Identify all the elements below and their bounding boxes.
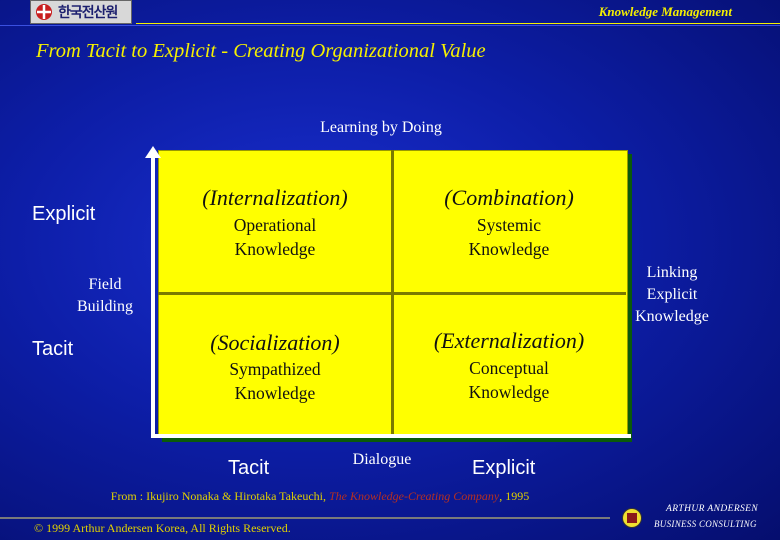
quadrant-externalization-mode: (Externalization): [433, 328, 585, 353]
x-axis-label-explicit: Explicit: [472, 457, 536, 479]
x-axis: [151, 434, 631, 438]
source-book-title: The Knowledge-Creating Company: [329, 489, 500, 503]
left-label-field-building: Field Building: [76, 276, 133, 315]
header-divider: [136, 23, 780, 24]
quadrant-internalization-mode: (Internalization): [202, 185, 348, 210]
footer-divider: [0, 517, 610, 519]
source-citation: From : Ikujiro Nonaka & Hirotaka Takeuch…: [0, 489, 640, 504]
top-label: Learning by Doing: [320, 119, 442, 136]
section-title: Knowledge Management: [598, 4, 732, 19]
brand-name: ARTHUR ANDERSEN: [666, 504, 759, 514]
matrix-vertical-divider: [391, 150, 394, 436]
right-label-linking-explicit: Linking Explicit Knowledge: [635, 264, 709, 325]
source-prefix: From : Ikujiro Nonaka & Hirotaka Takeuch…: [110, 489, 329, 503]
x-axis-label-tacit: Tacit: [228, 457, 270, 479]
y-axis-arrow: [145, 146, 161, 158]
y-axis: [151, 152, 155, 438]
quadrant-internalization-knowledge: Operational Knowledge: [233, 215, 317, 259]
quadrant-socialization-knowledge: Sympathized Knowledge: [229, 359, 321, 403]
bottom-label-dialogue: Dialogue: [352, 451, 412, 468]
quadrant-externalization-knowledge: Conceptual Knowledge: [468, 358, 550, 402]
page-title: From Tacit to Explicit - Creating Organi…: [36, 40, 486, 62]
y-axis-label-explicit: Explicit: [32, 203, 96, 225]
source-suffix: , 1995: [499, 489, 530, 503]
quadrant-socialization-mode: (Socialization): [210, 330, 340, 355]
brand-subtitle: BUSINESS CONSULTING: [654, 519, 757, 529]
y-axis-label-tacit: Tacit: [32, 338, 74, 360]
quadrant-combination-knowledge: Systemic Knowledge: [468, 215, 550, 259]
arthur-andersen-seal-icon: [622, 508, 642, 528]
logo-text: 한국전산원: [58, 5, 118, 21]
header-divider-shadow: [0, 25, 780, 26]
logo: 한국전산원: [30, 0, 132, 24]
emblem-icon: [36, 4, 52, 20]
quadrant-combination-mode: (Combination): [444, 185, 574, 210]
copyright: © 1999 Arthur Andersen Korea, All Rights…: [34, 521, 291, 535]
